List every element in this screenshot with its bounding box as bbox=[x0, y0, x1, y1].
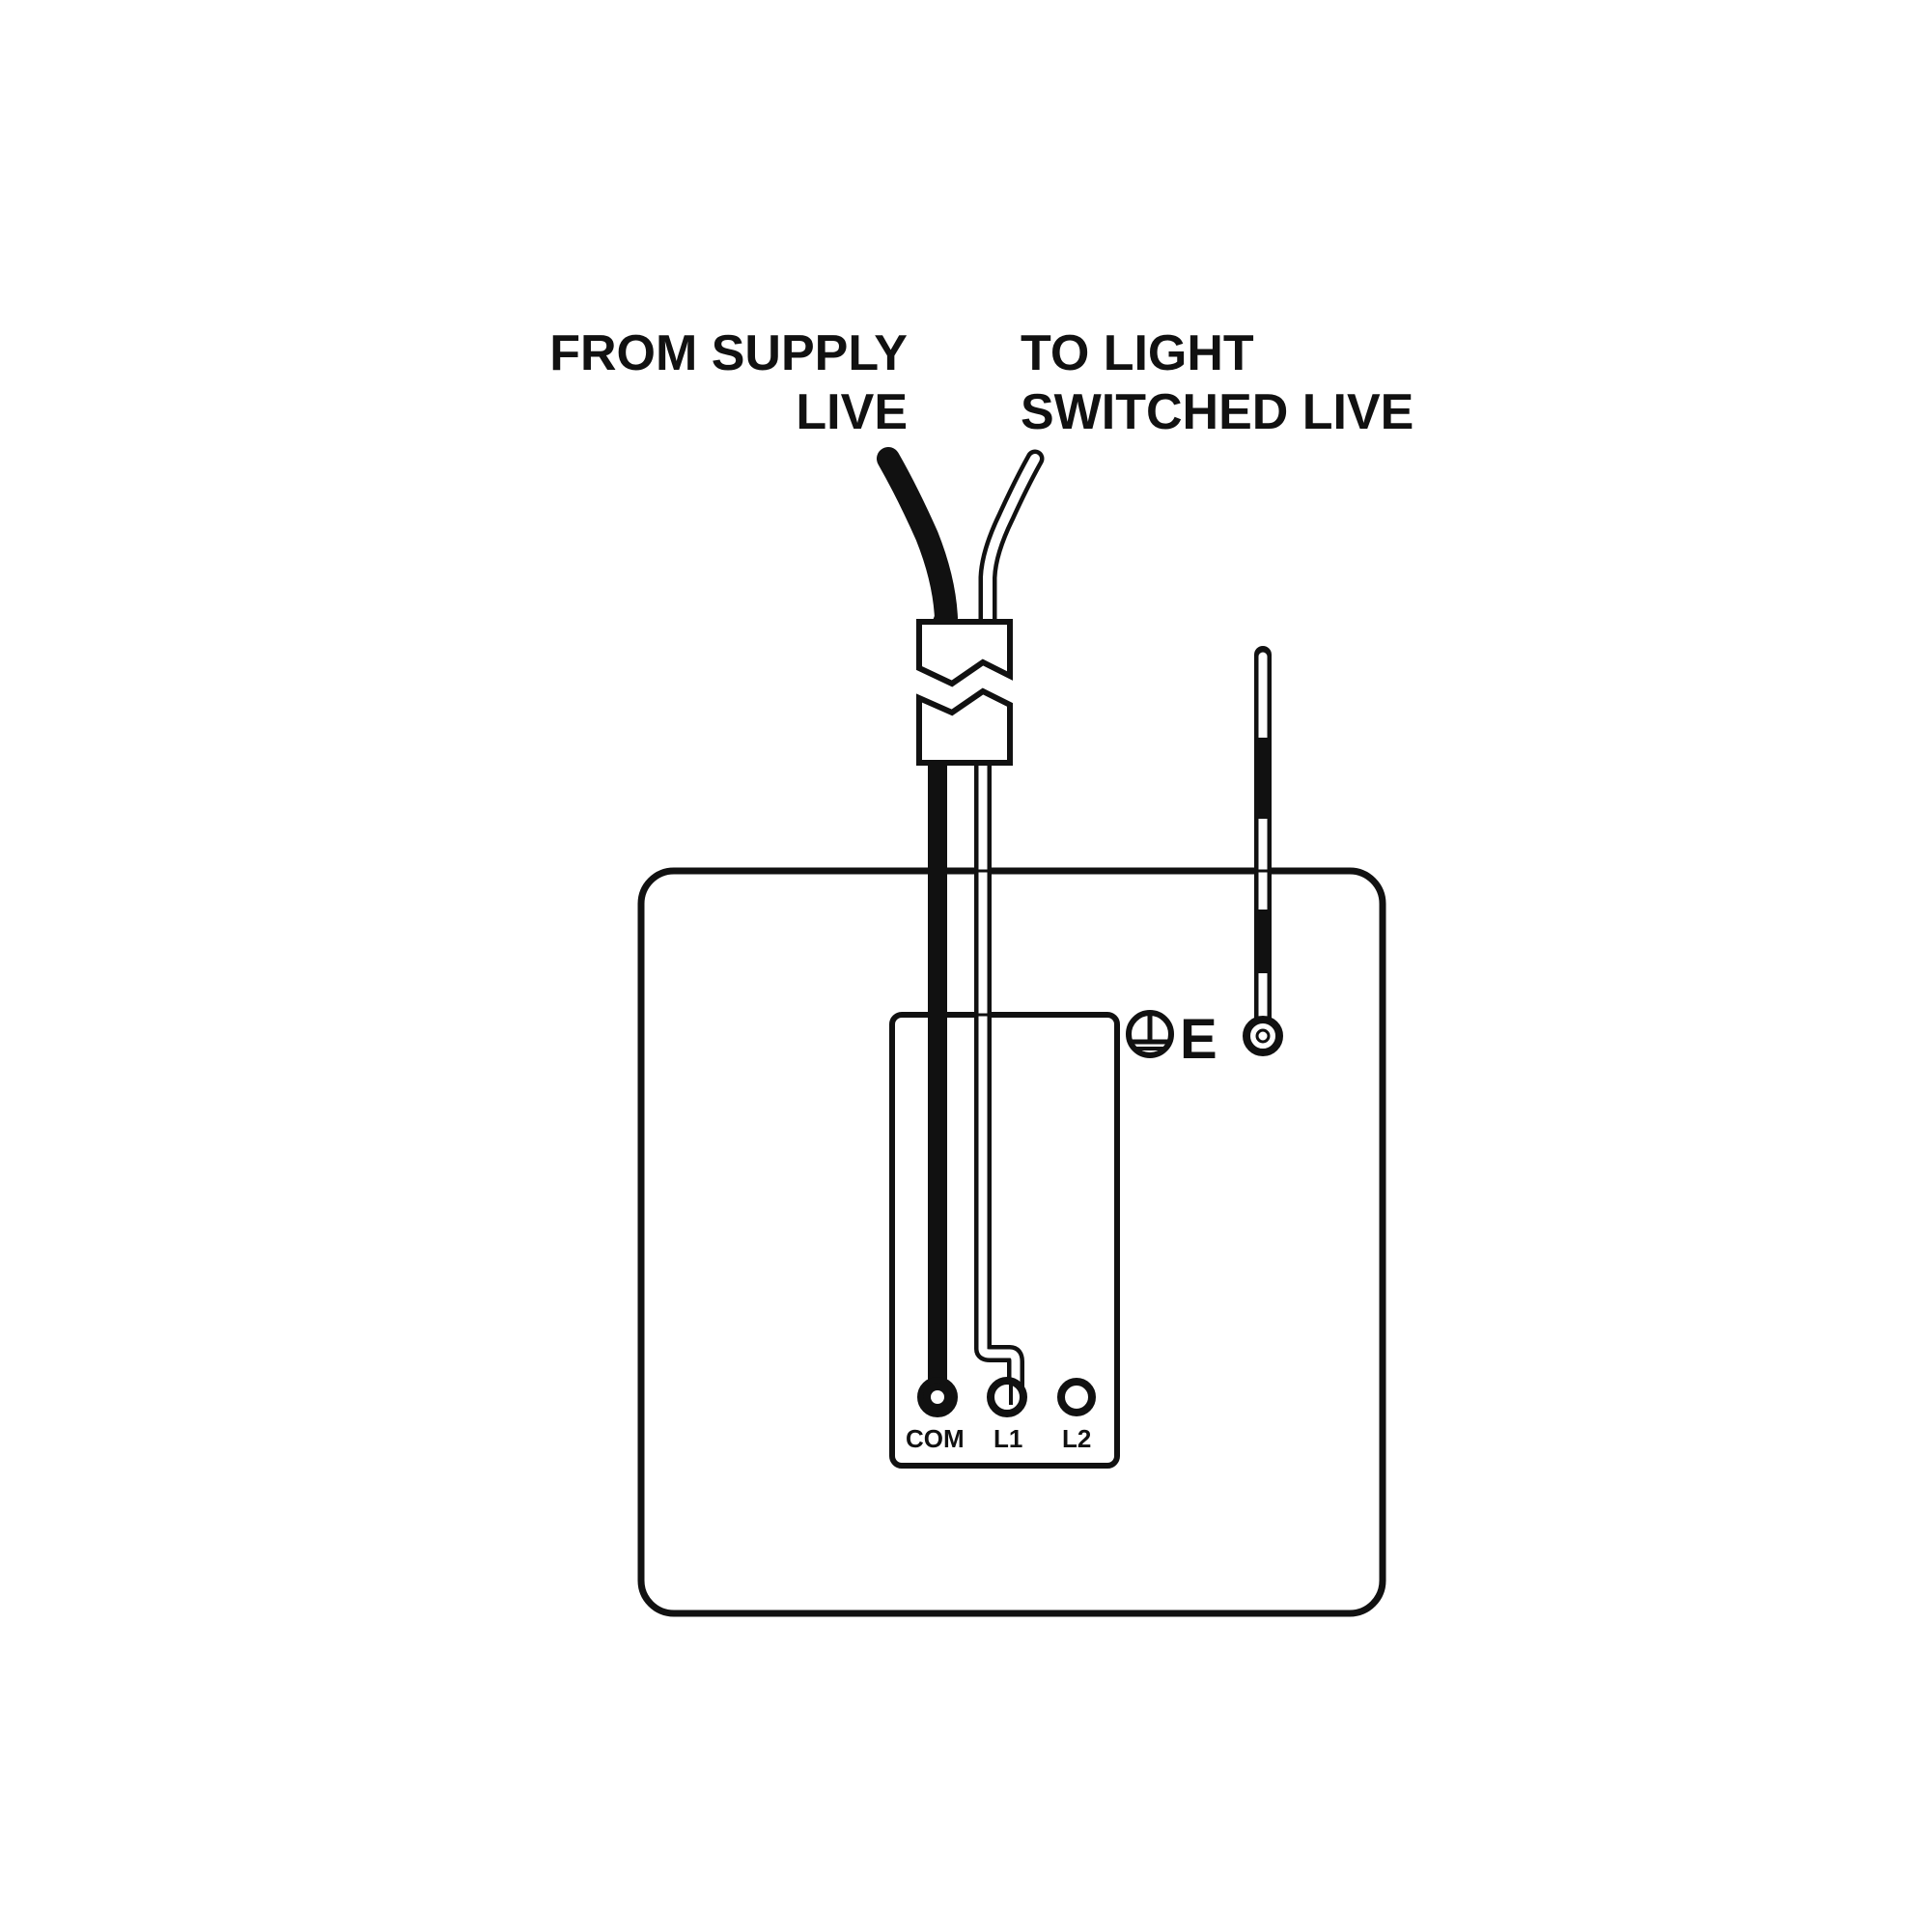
terminal-com bbox=[917, 1377, 958, 1417]
earth-label: E bbox=[1180, 1008, 1217, 1071]
cable-break-icon bbox=[916, 619, 1013, 766]
earth-wire bbox=[1252, 646, 1273, 1030]
earth-ground-icon bbox=[1126, 1010, 1174, 1058]
terminal-label-com: COM bbox=[906, 1424, 965, 1453]
light-label-line1: TO LIGHT bbox=[1021, 325, 1254, 381]
light-label-line2: SWITCHED LIVE bbox=[1021, 384, 1414, 440]
supply-label-line2: LIVE bbox=[796, 384, 908, 440]
supply-label-line1: FROM SUPPLY bbox=[549, 325, 908, 381]
terminal-l1 bbox=[987, 1377, 1027, 1417]
terminal-label-l2: L2 bbox=[1062, 1424, 1092, 1453]
earth-stripe bbox=[1257, 910, 1269, 973]
earth-terminal bbox=[1243, 1016, 1283, 1056]
earth-stripe bbox=[1257, 738, 1269, 819]
terminal-label-l1: L1 bbox=[993, 1424, 1023, 1453]
terminal-l2 bbox=[1057, 1378, 1096, 1416]
switch-module bbox=[889, 1012, 1120, 1469]
live-wire-black bbox=[877, 447, 958, 1397]
switched-live-wire-white bbox=[974, 449, 1045, 1395]
